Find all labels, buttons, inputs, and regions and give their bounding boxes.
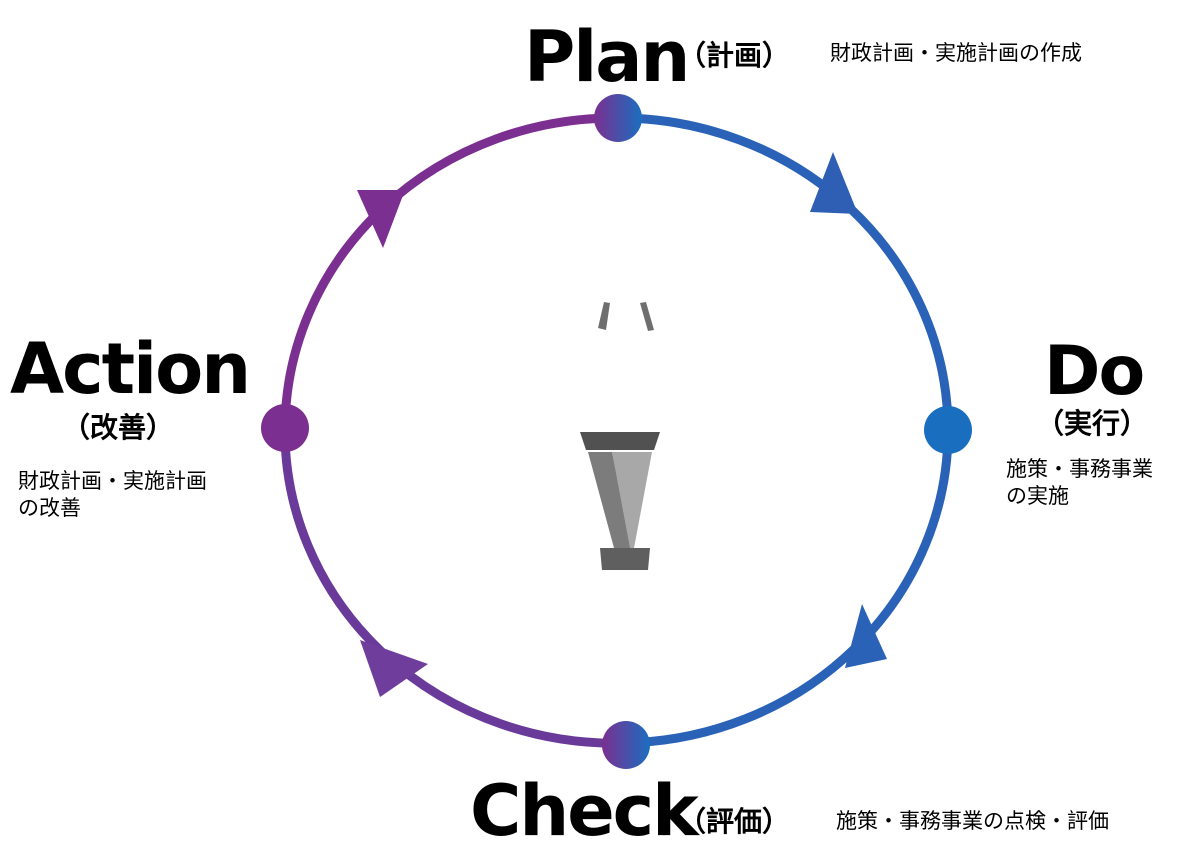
center-decoration (580, 302, 660, 570)
plan-jp-label: （計画） (678, 39, 791, 72)
action-description-line1: 財政計画・実施計画 (18, 469, 207, 493)
check-title: Check (470, 770, 699, 844)
node-plan (594, 94, 642, 142)
arc-do-to-check (625, 429, 953, 748)
do-description-line2: の実施 (1006, 484, 1069, 508)
node-check (602, 721, 650, 769)
check-description: 施策・事務事業の点検・評価 (836, 809, 1109, 833)
do-jp-label: （実行） (1036, 407, 1149, 440)
arrow-do-to-check (845, 604, 887, 668)
action-title: Action (10, 328, 251, 410)
arc-action-to-plan (280, 113, 619, 429)
plan-title: Plan (524, 16, 690, 98)
arrow-check-to-action (360, 640, 428, 697)
check-jp-label: （評価） (678, 805, 791, 838)
node-do (924, 406, 972, 454)
plan-description: 財政計画・実施計画の作成 (830, 41, 1082, 65)
do-description-line1: 施策・事務事業 (1006, 457, 1153, 481)
action-jp-label: （改善） (62, 411, 175, 444)
arrow-action-to-plan (357, 190, 405, 248)
do-title: Do (1044, 332, 1145, 411)
node-action (261, 404, 309, 452)
action-description-line2: の改善 (18, 496, 81, 520)
arrow-plan-to-do (810, 152, 858, 214)
arc-plan-to-do (617, 113, 953, 431)
arc-check-to-action (280, 427, 627, 748)
